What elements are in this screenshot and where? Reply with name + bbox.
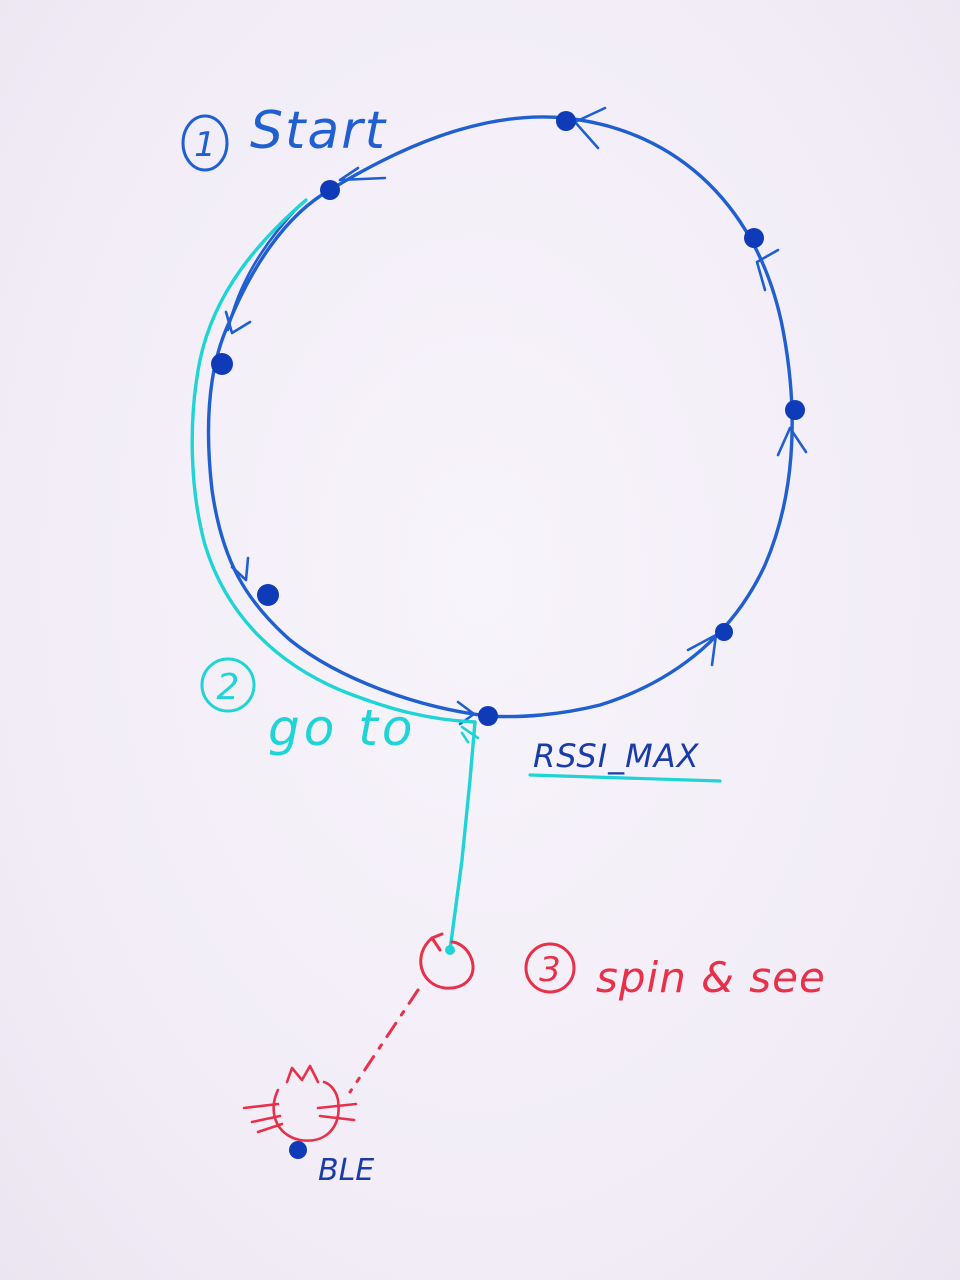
step-3-spin: 3 spin & see <box>524 942 826 1002</box>
arrow-right-upper <box>755 248 780 292</box>
step-1-label: Start <box>250 101 387 161</box>
sample-point-start <box>320 180 340 200</box>
step-3-badge <box>524 942 576 994</box>
spin-marker <box>419 932 475 990</box>
goto-path-stroke <box>190 198 477 952</box>
goto-path <box>190 198 480 952</box>
cat-whiskers-right <box>316 1102 358 1122</box>
line-of-sight-dashed <box>348 988 420 1094</box>
arrow-left-lower <box>230 556 250 582</box>
sample-points <box>211 111 805 726</box>
sample-point <box>211 353 233 375</box>
sample-point <box>257 584 279 606</box>
sample-point <box>785 400 805 420</box>
arrow-right-lower <box>776 426 808 457</box>
step-3-label: spin & see <box>596 953 826 1002</box>
arrow-bottom-right <box>686 633 718 667</box>
arrow-left-upper <box>224 310 252 335</box>
rssi-max-underline <box>528 773 722 783</box>
loop-stroke <box>206 115 794 719</box>
step-3-number: 3 <box>539 950 561 990</box>
sample-point <box>556 111 576 131</box>
step-1-start: 1 Start <box>181 101 387 172</box>
step-2-number: 2 <box>217 667 240 708</box>
ble-label: BLE <box>318 1153 374 1188</box>
cat-whiskers-left <box>242 1102 284 1134</box>
step-2-badge <box>200 657 256 713</box>
spin-arrowhead <box>430 932 444 952</box>
sample-point-rssi-max <box>478 706 498 726</box>
step-1-badge <box>181 114 229 172</box>
sample-point <box>715 623 733 641</box>
cat-ears <box>285 1064 320 1084</box>
goto-arrowhead <box>460 725 480 744</box>
cat-target-icon <box>242 1064 358 1142</box>
step-2-label: go to <box>268 699 416 757</box>
spin-circle <box>419 936 475 990</box>
ble-tag-dot <box>289 1141 307 1159</box>
arrow-start <box>338 166 387 182</box>
step-1-number: 1 <box>194 125 216 165</box>
goto-endpoint <box>445 945 455 955</box>
cat-head <box>272 1080 340 1142</box>
sample-point <box>744 228 764 248</box>
arrow-top <box>573 106 607 150</box>
rssi-max-label: RSSI_MAX <box>533 737 700 775</box>
loop-arrows <box>224 106 808 726</box>
step-2-goto: 2 go to <box>200 657 416 757</box>
